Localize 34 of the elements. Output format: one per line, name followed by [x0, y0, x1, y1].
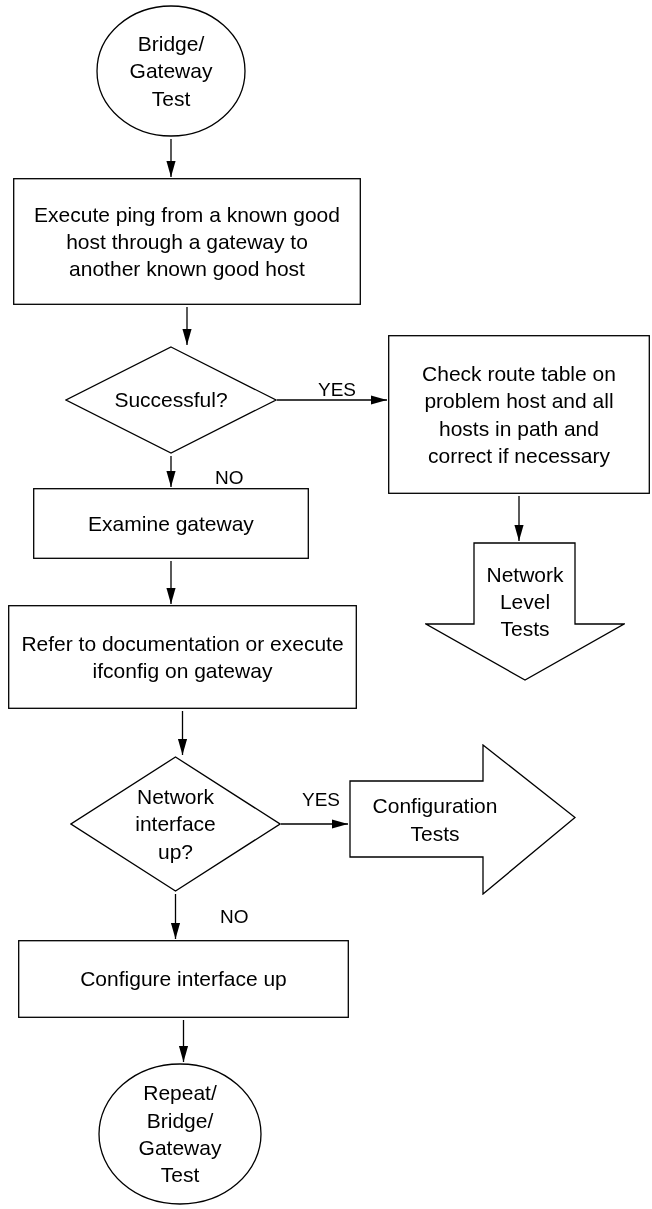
arrow — [166, 138, 176, 178]
node-text: Network interface up? — [134, 784, 217, 865]
right-arrow-shape — [349, 744, 576, 895]
arrow — [182, 306, 192, 346]
node-text: Execute ping from a known good host through a gateway to another known good host — [33, 201, 341, 283]
terminal-circle — [96, 5, 246, 137]
arrow — [177, 710, 188, 756]
arrow — [178, 1019, 189, 1063]
node-text: Refer to documentation or execute ifconfig on gateway — [20, 630, 345, 684]
terminal-circle — [98, 1063, 262, 1205]
process-box — [13, 178, 361, 305]
node-text: Network Level Tests — [485, 561, 565, 643]
node-text: Repeat/ Bridge/ Gateway Test — [137, 1080, 223, 1189]
arrow — [514, 495, 524, 542]
arrow — [280, 819, 349, 829]
process-box — [388, 335, 650, 494]
arrow — [276, 395, 388, 405]
node-text: Successful? — [114, 387, 228, 414]
decision-diamond — [65, 346, 277, 454]
node-text: Configuration Tests — [371, 793, 499, 847]
node-text: Examine gateway — [88, 510, 254, 537]
down-arrow-shape — [425, 542, 625, 681]
process-box — [8, 605, 357, 709]
arrow — [166, 455, 176, 488]
node-text: Configure interface up — [80, 966, 287, 993]
arrow — [170, 893, 181, 940]
node-text: Check route table on problem host and all hosts in path and correct if necessary — [421, 360, 617, 469]
decision-diamond — [70, 756, 281, 892]
node-text: Bridge/ Gateway Test — [129, 31, 213, 112]
edge-label: NO — [218, 907, 251, 926]
arrow — [166, 560, 176, 605]
edge-label: NO — [213, 468, 246, 487]
process-box — [18, 940, 349, 1018]
process-box — [33, 488, 309, 559]
